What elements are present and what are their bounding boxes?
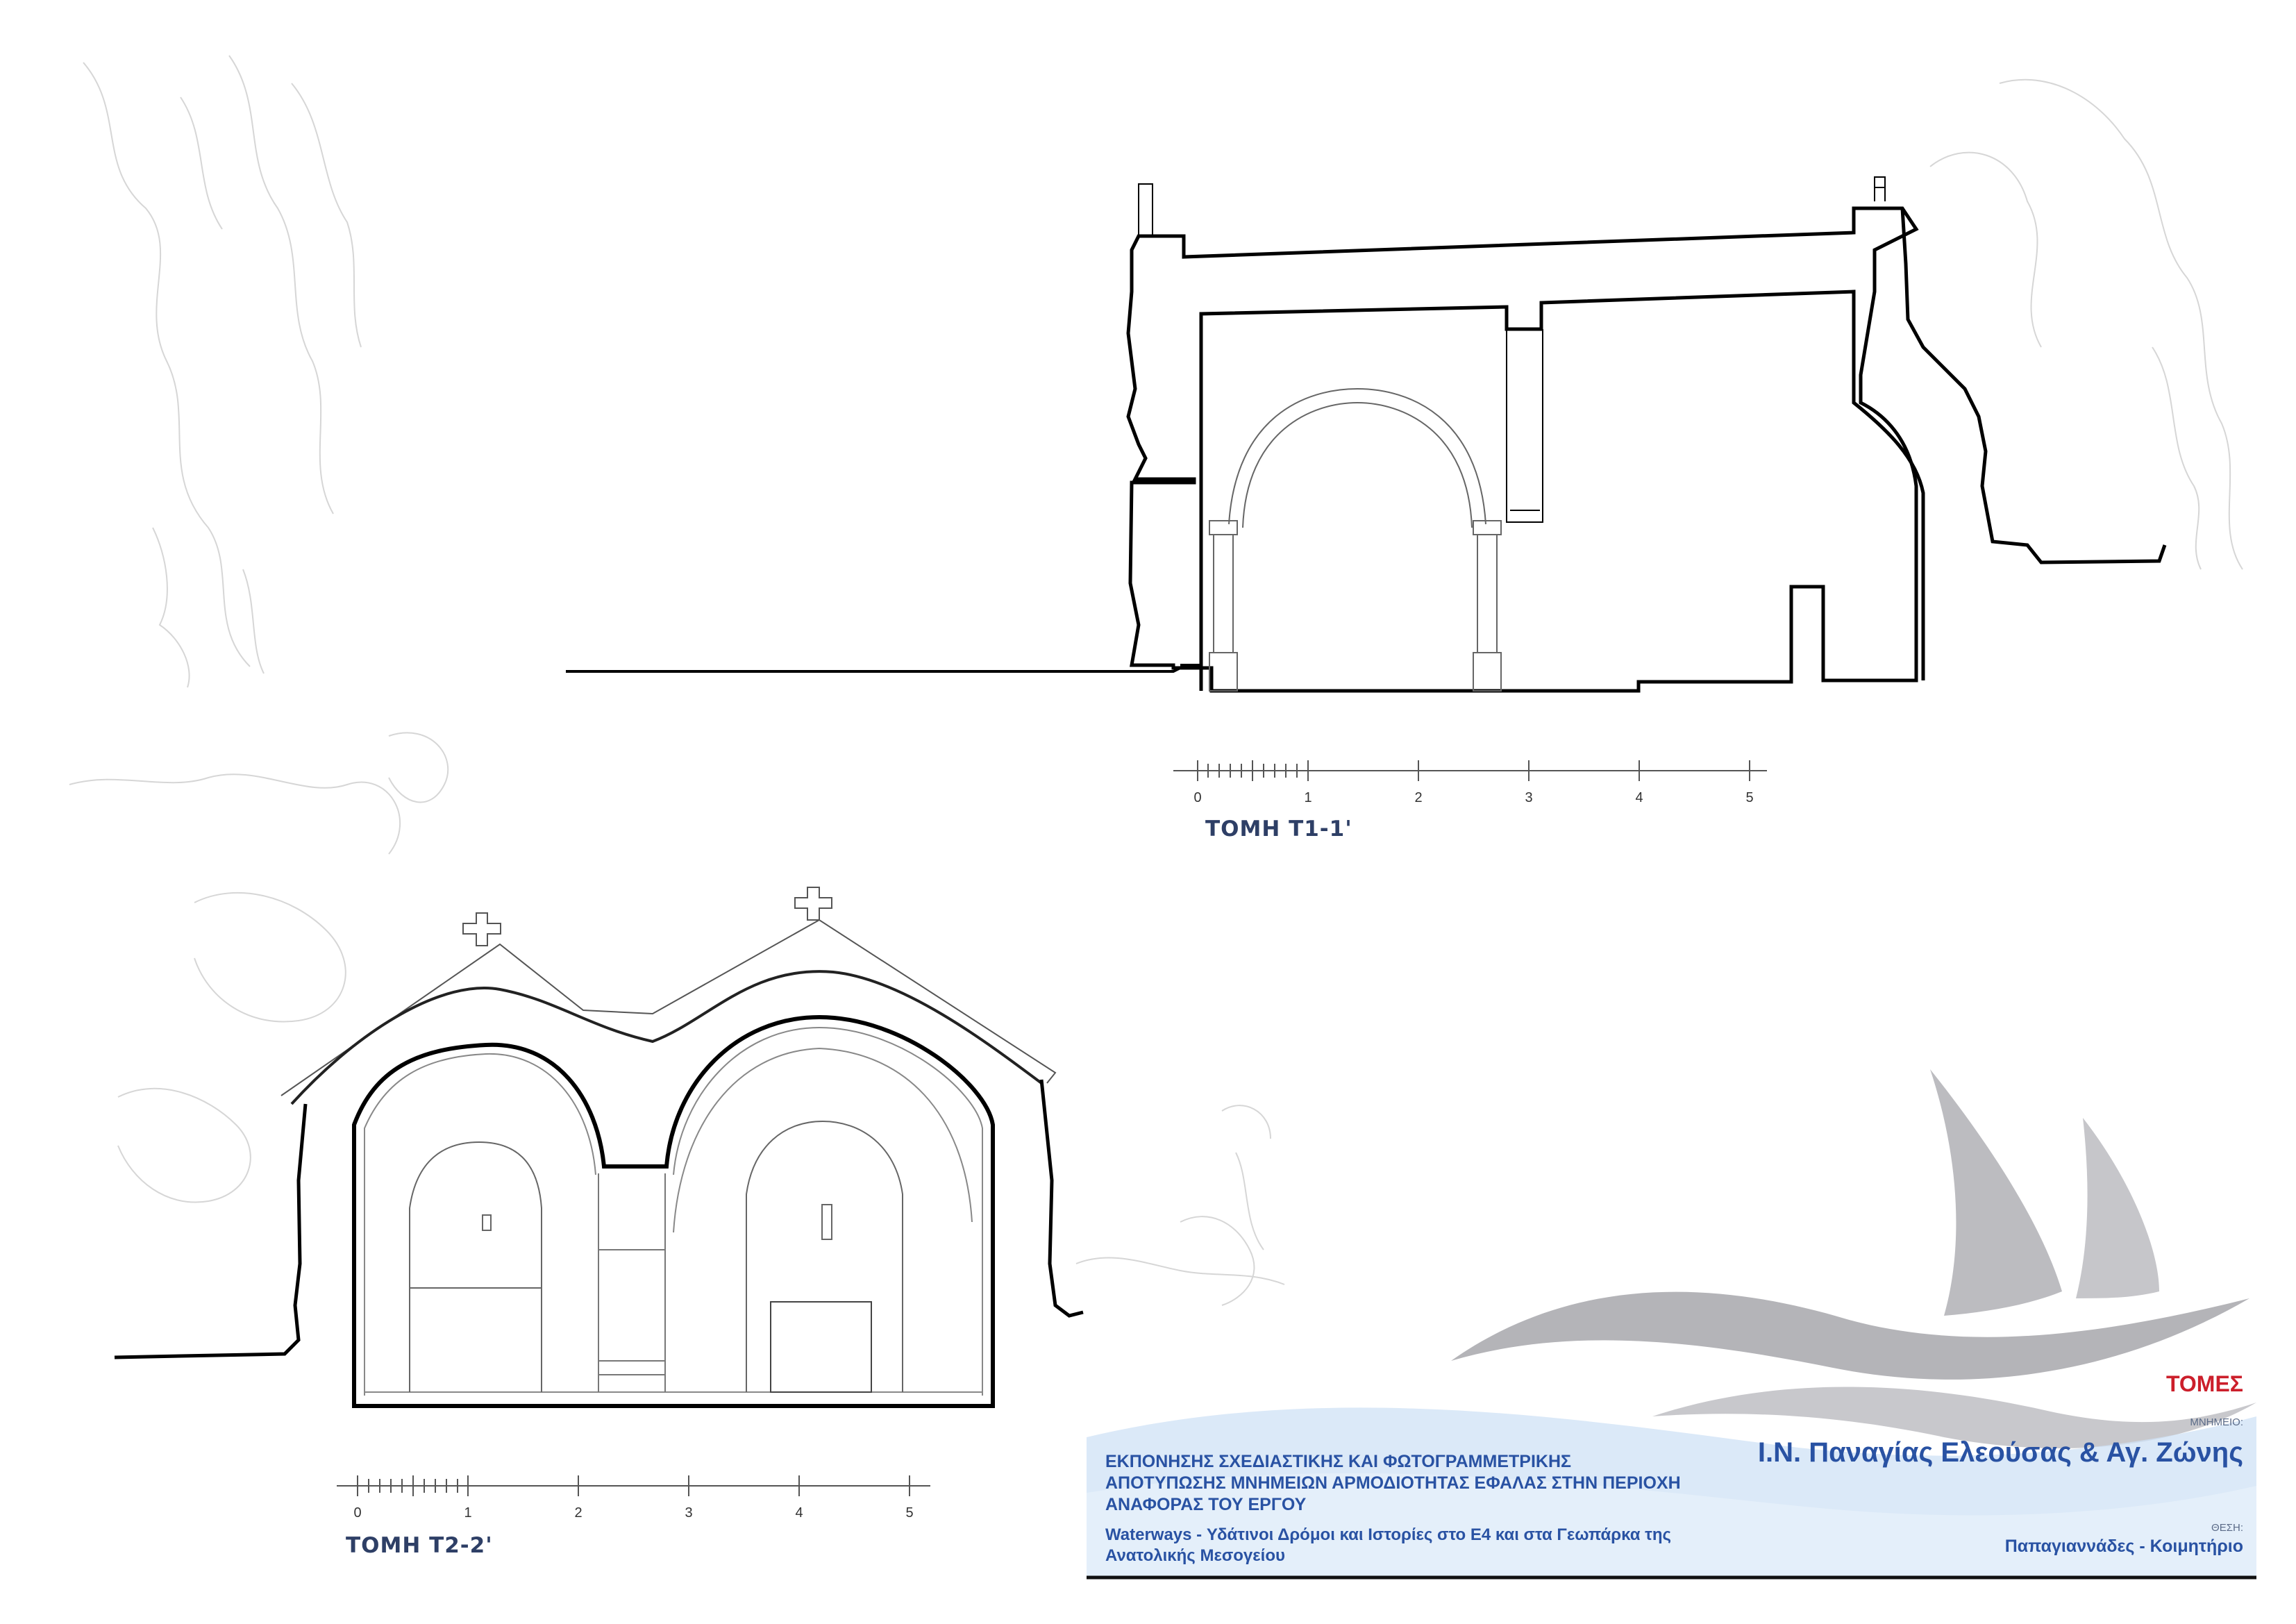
scale-tick-label: 4 [1635,790,1643,805]
scale-tick-label: 1 [1304,790,1312,805]
section-t1-title: ΤΟΜΗ Τ1-1' [1205,817,1352,842]
location-label: ΘΕΣΗ: [2211,1522,2243,1534]
section-t1-scale-bar [1173,760,1767,781]
title-block-project: Waterways - Υδάτινοι Δρόμοι και Ιστορίες… [1105,1525,1672,1565]
scale-tick-label: 2 [574,1505,582,1521]
title-block-description: ΕΚΠΟΝΗΣΗΣ ΣΧΕΔΙΑΣΤΙΚΗΣ ΚΑΙ ΦΩΤΟΓΡΑΜΜΕΤΡΙ… [1105,1452,1681,1514]
section-t1-arch [1209,387,1502,692]
section-t2-scale-labels: 0 1 2 3 4 5 [353,1505,913,1521]
section-t2-drawing [114,919,1084,1408]
section-t1-drawing [566,176,2167,693]
scale-tick-label: 2 [1414,790,1422,805]
section-t2-scale-bar [337,1475,930,1496]
cross-icon [794,887,832,921]
monument-label: ΜΝΗΜΕΙΟ: [2190,1416,2243,1428]
sailing-boat-logo [1451,1069,2256,1448]
monument-name: Ι.Ν. Παναγίας Ελεούσας & Αγ. Ζώνης [1757,1437,2243,1468]
location-value: Παπαγιαννάδες - Κοιμητήριο [2004,1537,2243,1556]
scale-tick-label: 3 [685,1505,692,1521]
scale-tick-label: 5 [905,1505,913,1521]
scale-tick-label: 0 [1193,790,1201,805]
scale-tick-label: 3 [1525,790,1532,805]
background-vegetation-sketch [69,55,2243,1306]
section-t1-scale-labels: 0 1 2 3 4 5 [1193,790,1753,805]
sheet-title: ΤΟΜΕΣ [2165,1371,2243,1396]
scale-tick-label: 0 [353,1505,361,1521]
cross-icon [462,912,501,946]
scale-tick-label: 5 [1745,790,1753,805]
title-block-wave-light [1087,1473,2256,1577]
scale-tick-label: 1 [464,1505,471,1521]
scale-tick-label: 4 [795,1505,803,1521]
section-t2-title: ΤΟΜΗ Τ2-2' [346,1533,493,1558]
